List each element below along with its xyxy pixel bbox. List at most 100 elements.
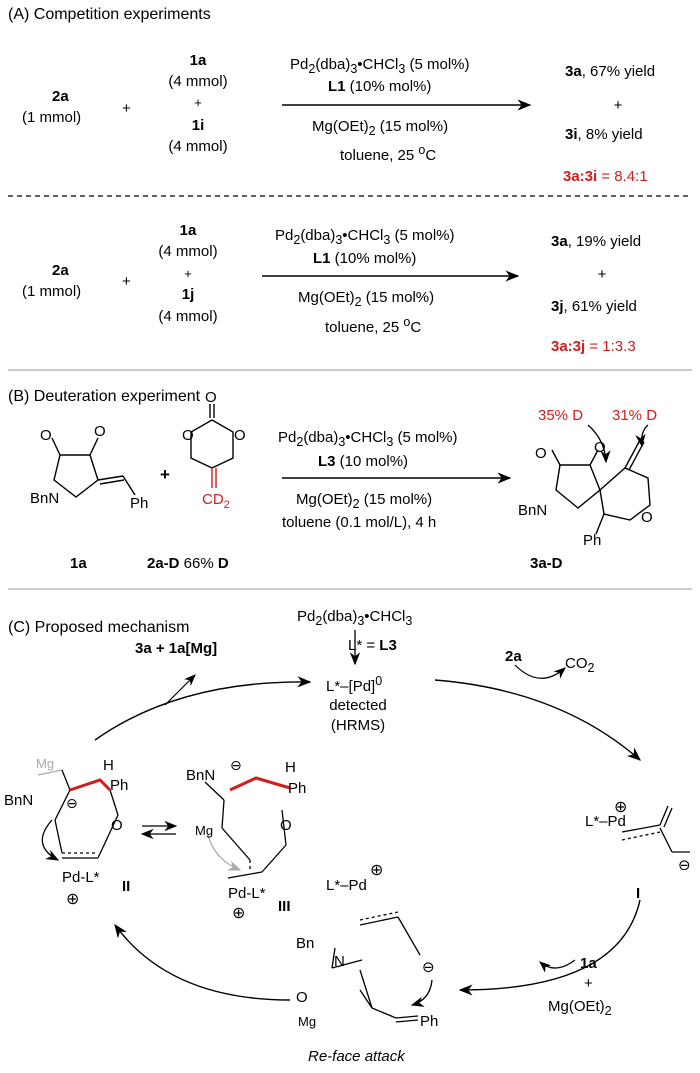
III-o: O [280, 817, 292, 834]
co2-release-arrow [514, 664, 566, 679]
exp1-reactant: 2a [52, 88, 69, 105]
atom-2a-o1: O [182, 427, 194, 444]
attack-plus: ⊕ [370, 862, 383, 879]
exp2-product2: 3j, 61% yield [551, 298, 637, 315]
exp2-sub1: 1a [179, 222, 197, 239]
II-ph: Ph [110, 777, 128, 794]
exp2-plus2: + [184, 266, 192, 281]
exp2-sub2-amount: (4 mmol) [158, 308, 218, 325]
III-pd: Pd-L* [228, 885, 266, 902]
exp1-product1: 3a, 67% yield [565, 63, 656, 80]
cycle-arrow-to-attack [458, 899, 641, 996]
III-new-bond [229, 776, 291, 792]
exp2-base: Mg(OEt)2 (15 mol%) [298, 289, 435, 309]
intermediate-II-label: II [122, 878, 131, 895]
deut-label-31: 31% D [612, 407, 658, 424]
intermediate-III [204, 781, 287, 879]
II-mg: Mg [36, 756, 54, 771]
attack-bn: Bn [296, 935, 314, 952]
II-o: O [111, 817, 123, 834]
exp1-sub1: 1a [189, 52, 207, 69]
deut-pointer-1 [587, 424, 611, 464]
exp2-sub2: 1j [181, 286, 195, 303]
deut-base: Mg(OEt)2 (15 mol%) [296, 491, 433, 511]
II-h: H [103, 757, 114, 774]
cycle-hrms: (HRMS) [330, 717, 386, 734]
exp1-plus: + [122, 100, 131, 117]
atom-1a-o1: O [40, 427, 52, 444]
cycle-co2: CO2 [565, 655, 595, 675]
atom-2a-o: O [205, 389, 217, 406]
exp2-catalyst: Pd2(dba)3•CHCl3 (5 mol%) [275, 227, 455, 247]
II-pd: Pd-L* [62, 869, 100, 886]
I-oxide: ⊖ [678, 857, 691, 874]
exp2-reactant-amount: (1 mmol) [22, 283, 82, 300]
label-2a-d: 2a-D 66% D [147, 555, 229, 572]
atom-3a-n: BnN [518, 502, 547, 519]
cycle-precatalyst: Pd2(dba)3•CHCl3 [297, 608, 413, 628]
exp1-plus2: + [194, 95, 202, 110]
1a-entry-arrow [539, 959, 576, 973]
cycle-detected: detected [329, 697, 387, 714]
cycle-input-plus: + [584, 975, 593, 992]
III-minus: ⊖ [230, 757, 242, 773]
exp2-sub1-amount: (4 mmol) [158, 243, 218, 260]
label-1a: 1a [70, 555, 87, 572]
III-h: H [285, 759, 296, 776]
II-new-bond [69, 778, 112, 792]
II-plus: ⊕ [66, 891, 79, 908]
cycle-input-2a: 2a [505, 648, 522, 665]
II-minus: ⊖ [66, 795, 78, 811]
exp2-reactant: 2a [52, 262, 69, 279]
section-b-title: (B) Deuteration experiment [8, 388, 201, 405]
cycle-arrow-to-pd0 [94, 676, 312, 741]
cycle-arrow-to-I [434, 679, 642, 761]
deut-conditions: toluene (0.1 mol/L), 4 h [282, 514, 437, 531]
section-c-title: (C) Proposed mechanism [8, 619, 190, 636]
exp1-product-plus: + [613, 97, 623, 114]
sm-plus: + [160, 465, 170, 484]
re-face-complex [331, 911, 433, 1023]
label-3a-d: 3a-D [530, 555, 563, 572]
atom-1a-o2: O [94, 423, 106, 440]
atom-3a-o1: O [535, 445, 547, 462]
cycle-pd0: L*–[Pd]0 [326, 674, 383, 695]
atom-2a-o2: O [234, 427, 246, 444]
exp1-sub1-amount: (4 mmol) [168, 73, 228, 90]
exp1-sub2-amount: (4 mmol) [168, 138, 228, 155]
structure-2a-d [190, 404, 234, 469]
attack-n: N [334, 953, 345, 970]
deut-catalyst: Pd2(dba)3•CHCl3 (5 mol%) [278, 429, 458, 449]
exp2-ratio: 3a:3j = 1:3.3 [551, 338, 636, 355]
attack-o: O [296, 989, 308, 1006]
III-mg: Mg [195, 823, 213, 838]
cycle-input-mg: Mg(OEt)2 [548, 998, 612, 1018]
exp1-ratio: 3a:3i = 8.4:1 [563, 168, 648, 185]
III-ph: Ph [288, 780, 306, 797]
atom-1a-ph: Ph [130, 495, 148, 512]
III-plus: ⊕ [232, 905, 245, 922]
attack-mg: Mg [298, 1014, 316, 1029]
deut-ligand: L3 (10 mol%) [318, 453, 409, 470]
attack-pd: L*–Pd [326, 877, 367, 894]
atom-cd2: CD2 [202, 491, 230, 511]
II-bnn: BnN [4, 792, 33, 809]
intermediate-III-label: III [278, 898, 291, 915]
exp2-conditions: toluene, 25 oC [325, 315, 422, 336]
cycle-release: 3a + 1a[Mg] [135, 640, 218, 657]
exp1-base: Mg(OEt)2 (15 mol%) [312, 118, 449, 138]
structure-3a-d [551, 439, 651, 535]
atom-3a-ph: Ph [583, 532, 601, 549]
exp1-sub2: 1i [191, 117, 205, 134]
exp2-product1: 3a, 19% yield [551, 233, 642, 250]
exp1-product2: 3i, 8% yield [565, 126, 643, 143]
atom-3a-o3: O [641, 509, 653, 526]
attack-ph: Ph [420, 1013, 438, 1030]
intermediate-II [37, 769, 119, 861]
intermediate-I-label: I [636, 885, 641, 902]
I-plus: ⊕ [614, 799, 627, 816]
deut-pointer-2 [635, 424, 649, 448]
section-a-title: (A) Competition experiments [8, 6, 211, 23]
exp2-product-plus: + [597, 266, 607, 283]
